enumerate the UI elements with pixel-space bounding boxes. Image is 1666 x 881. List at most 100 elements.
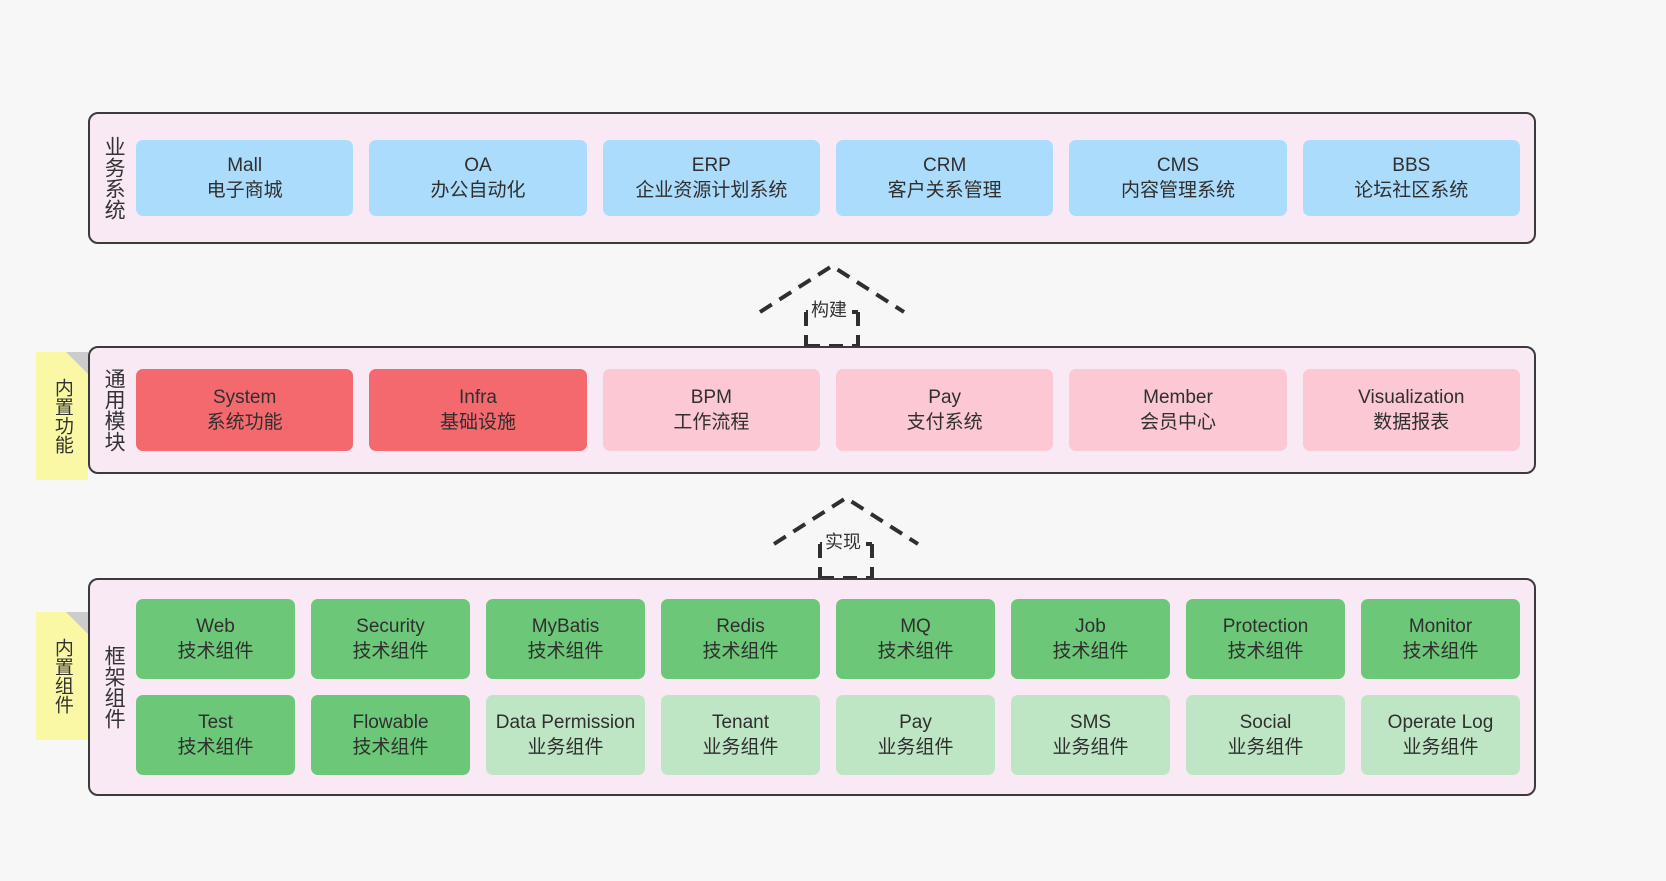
node-label-cn: 电子商城 (206, 180, 283, 201)
node-label-cn: 论坛社区系统 (1354, 180, 1469, 201)
node-label-en: BBS (1392, 154, 1431, 176)
node-operate-log[interactable]: Operate Log 业务组件 (1361, 695, 1520, 775)
node-label-cn: 技术组件 (352, 737, 429, 758)
node-row: Web 技术组件 Security 技术组件 MyBatis 技术组件 Redi… (136, 599, 1520, 679)
node-sms[interactable]: SMS 业务组件 (1011, 695, 1170, 775)
node-tenant[interactable]: Tenant 业务组件 (661, 695, 820, 775)
node-label-en: BPM (690, 386, 732, 408)
node-label-cn: 支付系统 (906, 412, 983, 433)
node-label-cn: 会员中心 (1139, 412, 1216, 433)
node-social[interactable]: Social 业务组件 (1186, 695, 1345, 775)
layer-title-common-modules: 通用模块 (102, 368, 126, 452)
node-label-cn: 办公自动化 (430, 180, 526, 201)
node-member[interactable]: Member 会员中心 (1069, 369, 1287, 451)
layer-body-business-systems: Mall 电子商城 OA 办公自动化 ERP 企业资源计划系统 CRM 客户关系… (136, 114, 1534, 242)
node-label-cn: 业务组件 (1227, 737, 1304, 758)
build-arrow-label: 构建 (808, 296, 850, 322)
node-label-en: Member (1143, 386, 1213, 408)
node-label-cn: 企业资源计划系统 (635, 180, 788, 201)
node-pay-module[interactable]: Pay 支付系统 (835, 369, 1054, 451)
node-label-cn: 技术组件 (1402, 641, 1479, 662)
node-label-cn: 技术组件 (1052, 641, 1129, 662)
node-cms[interactable]: CMS 内容管理系统 (1069, 140, 1287, 216)
node-label-cn: 技术组件 (877, 641, 954, 662)
node-label-en: MyBatis (531, 615, 600, 637)
note-builtin-components: 内置组件 (36, 612, 88, 740)
node-label-en: Pay (928, 386, 962, 408)
node-protection[interactable]: Protection 技术组件 (1186, 599, 1345, 679)
node-label-cn: 工作流程 (673, 412, 750, 433)
node-label-en: CRM (923, 154, 967, 176)
node-infra[interactable]: Infra 基础设施 (369, 369, 587, 451)
node-data-permission[interactable]: Data Permission 业务组件 (486, 695, 645, 775)
node-label-cn: 数据报表 (1373, 412, 1450, 433)
layer-body-framework-components: Web 技术组件 Security 技术组件 MyBatis 技术组件 Redi… (136, 580, 1534, 794)
node-label-en: OA (464, 154, 492, 176)
note-label: 内置组件 (51, 638, 73, 714)
node-label-cn: 技术组件 (177, 737, 254, 758)
layer-body-common-modules: System 系统功能 Infra 基础设施 BPM 工作流程 Pay 支付系统… (136, 348, 1534, 472)
node-bpm[interactable]: BPM 工作流程 (602, 369, 820, 451)
node-label-en: Pay (899, 711, 932, 733)
node-row: System 系统功能 Infra 基础设施 BPM 工作流程 Pay 支付系统… (136, 369, 1520, 451)
node-label-en: Test (198, 711, 233, 733)
node-oa[interactable]: OA 办公自动化 (369, 140, 587, 216)
node-bbs[interactable]: BBS 论坛社区系统 (1302, 140, 1520, 216)
node-label-en: Visualization (1358, 386, 1465, 408)
node-label-en: MQ (900, 615, 931, 637)
node-label-en: Flowable (352, 711, 429, 733)
node-label-cn: 技术组件 (352, 641, 429, 662)
node-label-cn: 内容管理系统 (1120, 180, 1235, 201)
node-label-en: Social (1239, 711, 1292, 733)
node-job[interactable]: Job 技术组件 (1011, 599, 1170, 679)
node-label-en: Protection (1222, 615, 1309, 637)
node-monitor[interactable]: Monitor 技术组件 (1361, 599, 1520, 679)
node-label-cn: 客户关系管理 (887, 180, 1002, 201)
node-erp[interactable]: ERP 企业资源计划系统 (602, 140, 820, 216)
note-label: 内置功能 (51, 378, 73, 454)
node-crm[interactable]: CRM 客户关系管理 (835, 140, 1054, 216)
node-label-cn: 技术组件 (177, 641, 254, 662)
implement-arrow: 实现 (766, 490, 926, 580)
node-label-en: Redis (716, 615, 765, 637)
node-label-cn: 业务组件 (877, 737, 954, 758)
node-pay-component[interactable]: Pay 业务组件 (836, 695, 995, 775)
node-label-cn: 基础设施 (439, 412, 516, 433)
node-label-en: System (212, 386, 277, 408)
node-label-cn: 业务组件 (702, 737, 779, 758)
node-visualization[interactable]: Visualization 数据报表 (1302, 369, 1520, 451)
node-flowable[interactable]: Flowable 技术组件 (311, 695, 470, 775)
node-label-en: Operate Log (1387, 711, 1494, 733)
node-label-en: Data Permission (495, 711, 636, 733)
node-label-cn: 系统功能 (206, 412, 283, 433)
build-arrow: 构建 (752, 258, 912, 348)
node-mq[interactable]: MQ 技术组件 (836, 599, 995, 679)
node-mybatis[interactable]: MyBatis 技术组件 (486, 599, 645, 679)
node-label-cn: 业务组件 (527, 737, 604, 758)
node-system[interactable]: System 系统功能 (136, 369, 354, 451)
node-row: Mall 电子商城 OA 办公自动化 ERP 企业资源计划系统 CRM 客户关系… (136, 140, 1520, 216)
layer-common-modules: 通用模块 System 系统功能 Infra 基础设施 BPM 工作流程 Pay… (88, 346, 1536, 474)
node-label-cn: 业务组件 (1402, 737, 1479, 758)
node-label-cn: 业务组件 (1052, 737, 1129, 758)
node-security[interactable]: Security 技术组件 (311, 599, 470, 679)
node-test[interactable]: Test 技术组件 (136, 695, 295, 775)
node-label-en: Mall (227, 154, 263, 176)
node-label-en: Web (196, 615, 235, 637)
node-label-en: Job (1075, 615, 1106, 637)
node-label-en: CMS (1156, 154, 1200, 176)
node-label-en: Tenant (711, 711, 770, 733)
node-mall[interactable]: Mall 电子商城 (136, 140, 354, 216)
node-redis[interactable]: Redis 技术组件 (661, 599, 820, 679)
layer-title-framework-components: 框架组件 (102, 645, 126, 729)
node-label-en: Security (356, 615, 425, 637)
node-label-en: ERP (691, 154, 731, 176)
layer-framework-components: 框架组件 Web 技术组件 Security 技术组件 MyBatis 技术组件… (88, 578, 1536, 796)
node-label-en: SMS (1069, 711, 1112, 733)
node-label-en: Monitor (1408, 615, 1473, 637)
layer-title-business-systems: 业务系统 (102, 136, 126, 220)
node-label-cn: 技术组件 (527, 641, 604, 662)
layer-business-systems: 业务系统 Mall 电子商城 OA 办公自动化 ERP 企业资源计划系统 CRM… (88, 112, 1536, 244)
node-web[interactable]: Web 技术组件 (136, 599, 295, 679)
node-label-en: Infra (458, 386, 497, 408)
